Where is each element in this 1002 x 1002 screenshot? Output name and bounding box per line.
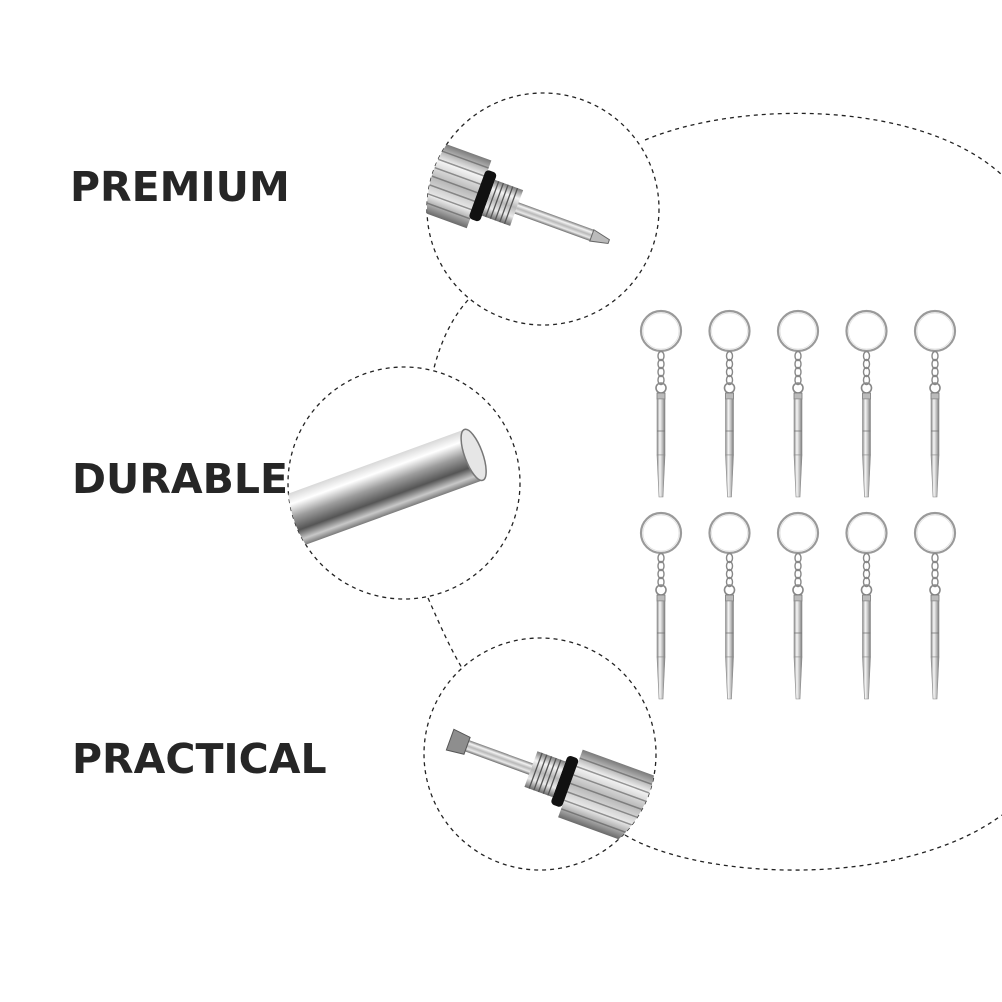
practical-label: PRACTICAL [72, 735, 327, 783]
keychain-screwdriver [776, 511, 820, 700]
connector-line-2 [427, 597, 463, 669]
keychain-screwdriver [708, 309, 751, 498]
keychain-screwdriver-grid [639, 309, 957, 700]
keychain-screwdriver [913, 511, 957, 700]
keychain-screwdriver [708, 511, 751, 700]
keychain-screwdriver [913, 309, 957, 498]
keychain-screwdriver [639, 511, 683, 700]
keychain-screwdriver [776, 309, 820, 498]
practical-closeup-circle [423, 637, 657, 871]
premium-closeup-circle [426, 92, 660, 326]
product-frame-outline [644, 112, 1002, 176]
connector-line-1 [433, 299, 469, 369]
durable-closeup-circle [287, 366, 521, 600]
product-frame-outline-bottom [624, 814, 1002, 871]
premium-label: PREMIUM [70, 163, 290, 211]
keychain-screwdriver [845, 309, 888, 498]
keychain-screwdriver [845, 511, 888, 700]
durable-label: DURABLE [72, 455, 289, 503]
keychain-screwdriver [639, 309, 683, 498]
